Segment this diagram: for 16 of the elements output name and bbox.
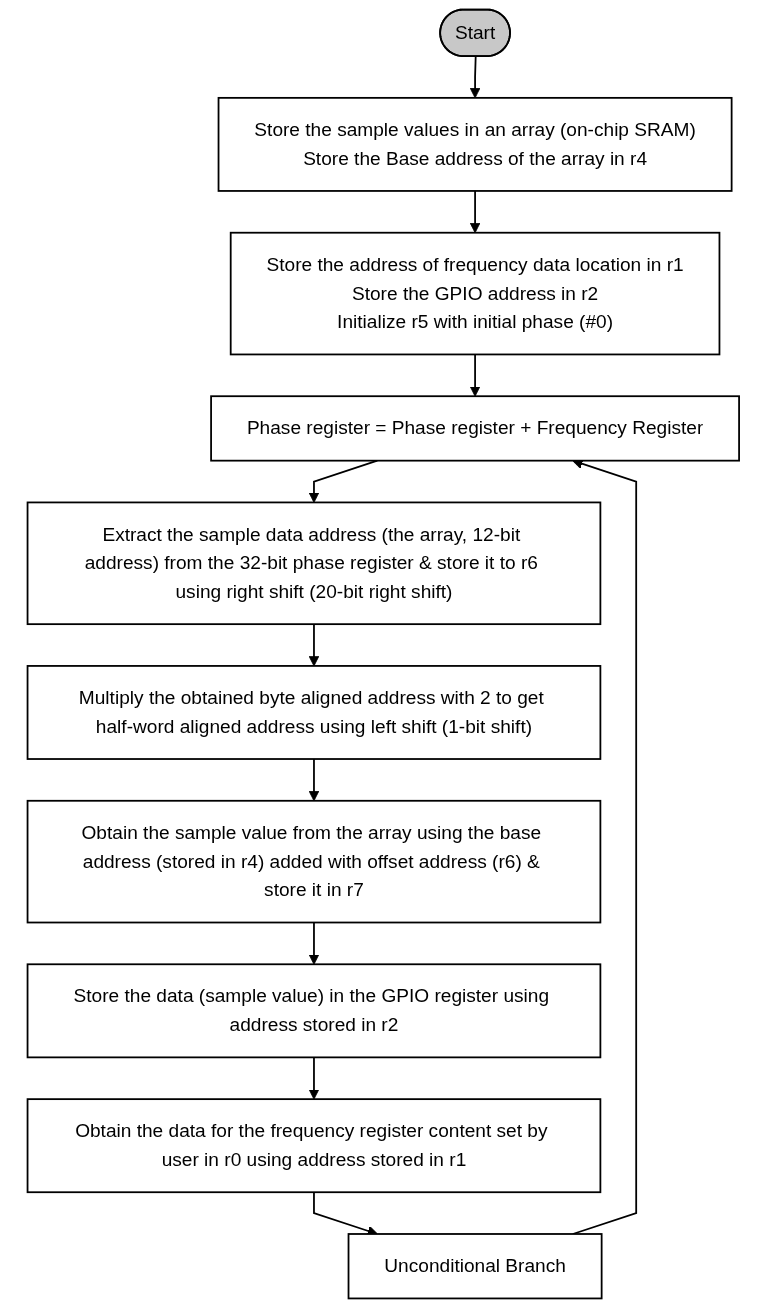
arrow [308,623,320,667]
arrow [308,758,320,802]
node-box: Extract the sample data address (the array, 12-bit address) from the 32-bit phase register & store it to r6 using right shift (20-bit right shift) [26,501,602,626]
node-box: Store the address of frequency data location in r1 Store the GPIO address in r2 Initialize r5 with initial phase (#0) [230,231,721,356]
arrow [470,55,481,99]
node-box: Obtain the data for the frequency register content set by user in r0 using address stored in r1 [26,1098,602,1194]
node-box: Store the data (sample value) in the GPIO register using address stored in r2 [26,963,602,1059]
node-box: Obtain the sample value from the array using the base address (stored in r4) added with offset address (r6) & store it in r7 [26,799,602,924]
arrow [470,190,481,234]
node-box: Unconditional Branch [347,1233,603,1300]
node-box: Phase register = Phase register + Frequency Register [210,395,741,462]
arrow [470,353,481,397]
node-box: Multiply the obtained byte aligned address with 2 to get half-word aligned address using left shift (1-bit shift) [26,665,602,760]
node-box: Store the sample values in an array (on-chip SRAM) Store the Base address of the array in r4 [217,96,733,192]
arrow [308,1056,320,1100]
arrow [308,921,320,965]
